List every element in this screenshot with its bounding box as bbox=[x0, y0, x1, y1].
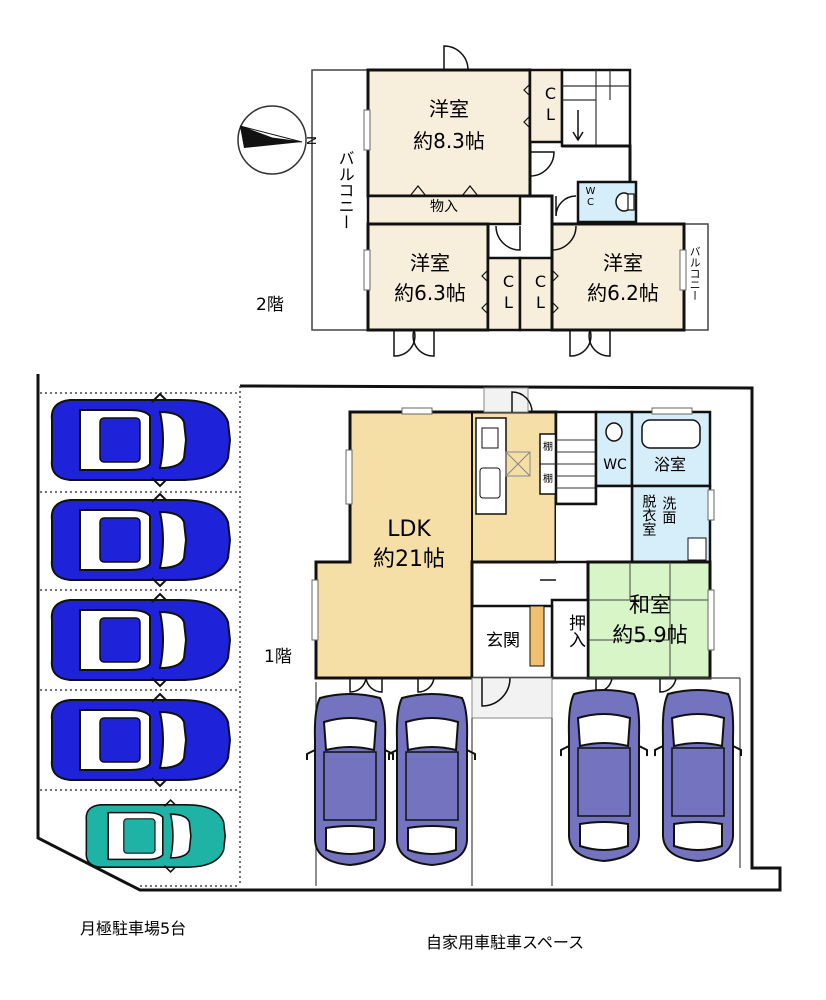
balcony-east-area bbox=[683, 223, 709, 331]
floor1-label: 1階 bbox=[264, 647, 292, 667]
floor1-plan bbox=[311, 387, 715, 719]
closet-mid-right-area bbox=[518, 256, 554, 332]
ldk-name: LDK bbox=[387, 517, 431, 542]
parking-lines-monthly bbox=[40, 386, 241, 887]
balcony-west-area bbox=[311, 69, 369, 331]
monthly-cars bbox=[50, 393, 232, 873]
room-west-south-size: 約6.3帖 bbox=[394, 281, 466, 305]
oshiire-area bbox=[550, 598, 590, 680]
compass-north-label: N bbox=[304, 136, 319, 146]
washitsu-name: 和室 bbox=[629, 593, 671, 617]
oshiire-label: 押入 bbox=[565, 614, 585, 648]
floor2-label: 2階 bbox=[256, 295, 284, 315]
private-parking-label: 自家用車駐車スペース bbox=[426, 933, 585, 952]
ldk-size: 約21帖 bbox=[373, 547, 445, 572]
bath-label: 浴室 bbox=[653, 455, 686, 474]
balcony-east-label: バルコニー bbox=[688, 246, 702, 301]
closet-mid-left-label: CL bbox=[499, 272, 518, 314]
storage-area bbox=[366, 194, 522, 226]
balcony-west-label: バルコニー bbox=[335, 150, 355, 230]
room-west-north-size: 約8.3帖 bbox=[413, 129, 485, 153]
storage-label: 物入 bbox=[430, 199, 458, 215]
toilet-1f-icon bbox=[605, 422, 623, 442]
room-west-south-name: 洋室 bbox=[410, 251, 450, 275]
door-icons-2f bbox=[393, 45, 611, 357]
room-east-size: 約6.2帖 bbox=[587, 281, 659, 305]
shelf-1-label: 棚 bbox=[543, 442, 553, 453]
compass-icon bbox=[237, 105, 307, 175]
changing-label: 脱衣室 bbox=[640, 494, 657, 536]
room-east-area bbox=[550, 222, 686, 332]
monthly-parking-label: 月極駐車場5台 bbox=[80, 919, 187, 938]
washitsu-size: 約5.9帖 bbox=[612, 623, 688, 647]
genkan-label: 玄関 bbox=[486, 631, 520, 651]
floor2-plan bbox=[311, 45, 709, 357]
parking-lines-private bbox=[315, 677, 741, 886]
room-west-south-area bbox=[366, 222, 490, 332]
closet-mid-right-label: CL bbox=[531, 272, 550, 314]
wc-1f-label: WC bbox=[603, 457, 627, 473]
closet-top-label: CL bbox=[541, 84, 560, 126]
stairs-1f bbox=[554, 410, 598, 506]
bathtub-icon bbox=[641, 419, 701, 449]
washitsu-area bbox=[586, 560, 712, 680]
wc-2f-label: WC bbox=[585, 186, 596, 208]
shelf-2-label: 棚 bbox=[543, 474, 553, 485]
closet-top-area bbox=[528, 68, 564, 144]
room-east-name: 洋室 bbox=[603, 251, 643, 275]
room-west-north-name: 洋室 bbox=[429, 97, 469, 121]
site-boundary bbox=[36, 374, 782, 892]
washroom-label: 洗面 bbox=[660, 496, 677, 524]
room-west-north-area bbox=[366, 68, 532, 198]
